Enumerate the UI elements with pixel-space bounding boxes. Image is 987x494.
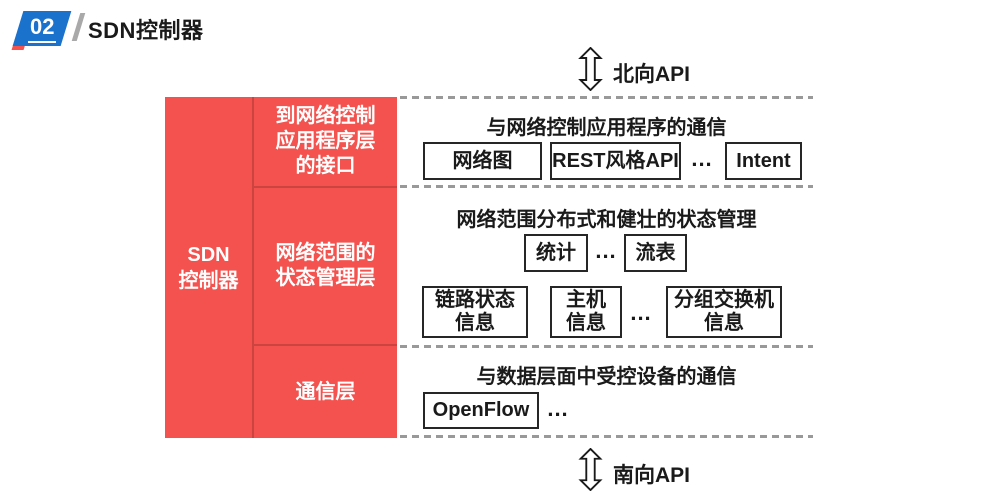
section-apps-title: 与网络控制应用程序的通信 (486, 117, 727, 139)
box-rest-api: REST风格API (550, 142, 681, 180)
dashed-line-lower-middle (400, 345, 813, 348)
dashed-line-top (400, 96, 813, 99)
badge-number: 02 (27, 14, 57, 43)
box-openflow: OpenFlow (423, 392, 539, 429)
ellipsis-apps: ... (691, 146, 713, 171)
section-state-title: 网络范围分布式和健壮的状态管理 (456, 209, 757, 231)
sdn-controller-block: SDN 控制器 到网络控制 应用程序层 的接口 网络范围的 状态管理层 通信层 (165, 97, 397, 438)
badge-shape: 02 (12, 11, 72, 46)
box-host-info: 主机 信息 (550, 286, 622, 338)
layer-communication-label: 通信层 (295, 380, 356, 403)
dashed-line-upper-middle (400, 185, 813, 188)
badge-slash-decoration (71, 13, 86, 41)
lesson-number-badge: 02 (8, 8, 98, 50)
ellipsis-state-row2: ... (630, 300, 652, 325)
controller-layers: 到网络控制 应用程序层 的接口 网络范围的 状态管理层 通信层 (254, 97, 397, 438)
south-double-arrow-icon (578, 447, 603, 494)
box-intent: Intent (725, 142, 802, 180)
box-flow-table: 流表 (624, 234, 687, 272)
controller-label: SDN 控制器 (165, 97, 254, 438)
north-api-label: 北向API (613, 63, 691, 86)
box-network-map: 网络图 (423, 142, 542, 180)
ellipsis-state-row1: ... (595, 238, 617, 263)
north-double-arrow-icon (578, 46, 603, 96)
south-api-label: 南向API (613, 464, 691, 487)
box-link-state-info: 链路状态 信息 (422, 286, 528, 338)
box-packet-switch-info: 分组交换机 信息 (666, 286, 782, 338)
section-devices-title: 与数据层面中受控设备的通信 (476, 366, 737, 388)
box-statistics: 统计 (524, 234, 588, 272)
dashed-line-bottom (400, 435, 813, 438)
layer-state-management-label: 网络范围的 状态管理层 (254, 186, 397, 346)
layer-interface-label: 到网络控制 应用程序层 的接口 (275, 105, 376, 177)
ellipsis-devices: ... (547, 395, 569, 421)
page-title: SDN控制器 (88, 18, 204, 43)
